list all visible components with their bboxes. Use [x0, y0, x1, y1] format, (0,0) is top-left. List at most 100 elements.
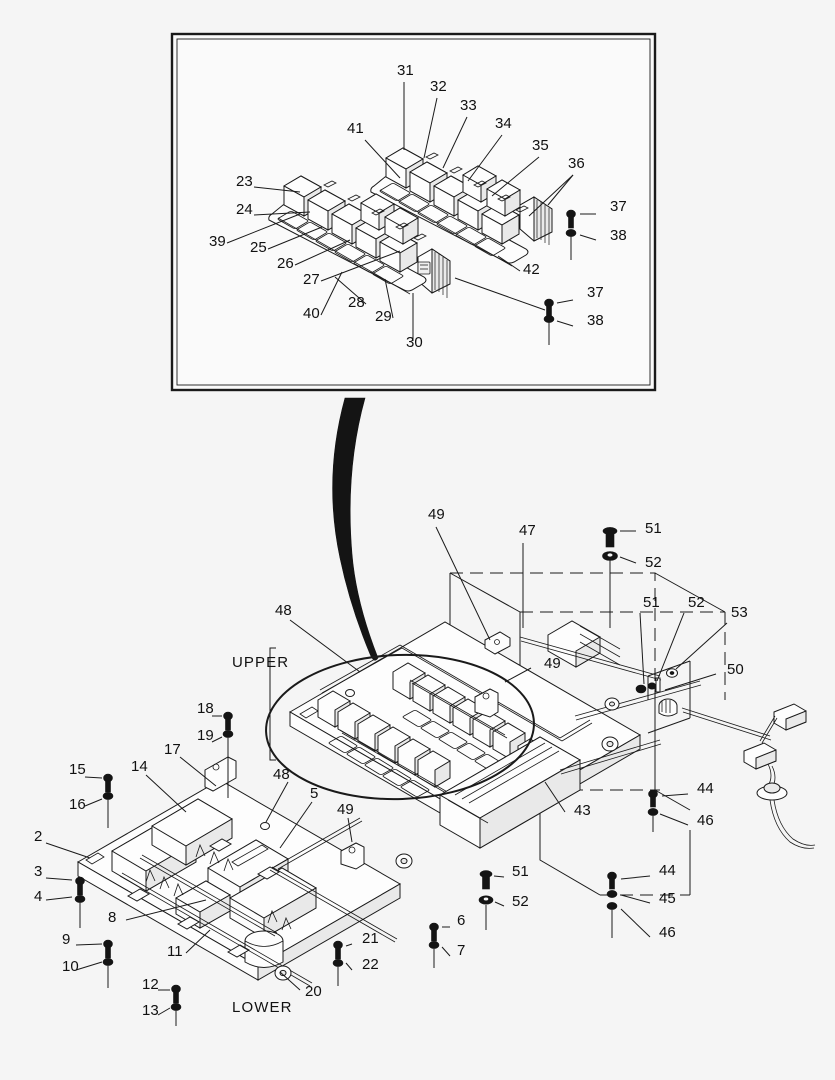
rod-lower [574, 680, 702, 721]
rear-bank-sockets [379, 183, 506, 256]
washer-52-top [602, 551, 618, 561]
callout-28: 28 [348, 294, 365, 311]
callout-26: 26 [277, 255, 294, 272]
detail-bolt-37a [566, 209, 576, 229]
callout-6: 6 [457, 912, 465, 929]
nut-16 [102, 792, 114, 800]
detail-leader-lines [226, 82, 597, 341]
callout-10: 10 [62, 958, 79, 975]
callout-41: 41 [347, 120, 364, 137]
nut-46-b [606, 902, 618, 910]
callout-9: 9 [62, 931, 70, 948]
callout-36: 36 [568, 155, 585, 172]
nut-19 [222, 730, 234, 738]
callout-51-c: 51 [512, 863, 529, 880]
callout-52-a: 52 [645, 554, 662, 571]
callout-48-b: 48 [273, 766, 290, 783]
module-43 [439, 736, 581, 849]
callout-44-a: 44 [697, 780, 714, 797]
span-brackets [269, 647, 276, 761]
callout-2: 2 [34, 828, 42, 845]
lower-panel-assembly [77, 756, 413, 987]
callout-44-b: 44 [659, 862, 676, 879]
bolt-3 [75, 876, 85, 896]
rod-upper [519, 636, 662, 681]
callout-20: 20 [305, 983, 322, 1000]
nut-10 [102, 958, 114, 966]
callout-17: 17 [164, 741, 181, 758]
upper-panel-relays-back [392, 662, 526, 760]
front-bank-sockets [277, 211, 404, 284]
front-bank-terminal-tabs [323, 180, 427, 241]
connector-plug-b [743, 742, 777, 770]
callout-52-c: 52 [512, 893, 529, 910]
front-bank-fin-stack [417, 248, 451, 298]
detail-box-callout-labels: 31 32 33 34 35 36 41 23 24 39 25 26 27 2… [209, 62, 627, 351]
bracket-50 [647, 660, 691, 734]
callout-48-a: 48 [275, 602, 292, 619]
callout-25: 25 [250, 239, 267, 256]
callout-51-a: 51 [645, 520, 662, 537]
nut-46-a [647, 808, 659, 816]
bolt-51-top [602, 527, 618, 548]
upper-panel-socket-rails [328, 710, 504, 797]
highlight-ellipse [265, 653, 535, 801]
lower-component-20 [244, 930, 284, 968]
detail-nut-38a [565, 229, 577, 237]
nut-4 [74, 895, 86, 903]
callout-38-a: 38 [610, 227, 627, 244]
main-callout-labels: 49 47 51 52 48 51 52 53 50 49 43 18 19 1… [34, 506, 748, 1019]
callout-13: 13 [142, 1002, 159, 1019]
main-enclosure-outline [449, 572, 726, 896]
lower-panel-right-edge [257, 883, 401, 981]
roller-right [601, 736, 619, 752]
bolt-44-b [607, 871, 617, 890]
lower-panel-brackets [126, 838, 281, 958]
bolt-15 [103, 773, 113, 793]
detail-callout-arrow [332, 397, 379, 661]
bolt-44-a [648, 789, 658, 808]
callout-22: 22 [362, 956, 379, 973]
callout-39: 39 [209, 233, 226, 250]
callout-16: 16 [69, 796, 86, 813]
callout-43: 43 [574, 802, 591, 819]
callout-4: 4 [34, 888, 42, 905]
callout-30: 30 [406, 334, 423, 351]
callout-11: 11 [167, 943, 183, 960]
nut-13 [170, 1003, 182, 1011]
clip-49-panelleft [345, 689, 355, 697]
upper-panel-assembly [265, 620, 641, 849]
callout-49-c: 49 [337, 801, 354, 818]
cable-harness-right [681, 703, 816, 849]
clip-48-lower [260, 822, 270, 830]
callout-40: 40 [303, 305, 320, 322]
rear-bank-relays [384, 147, 521, 245]
bushing-mid [604, 697, 620, 711]
fastener-cluster-51-52-53 [635, 668, 678, 694]
bolt-9 [103, 939, 113, 959]
upper-panel-relays-front [317, 690, 451, 788]
callout-24: 24 [236, 201, 253, 218]
bolt-6 [429, 922, 439, 942]
callout-34: 34 [495, 115, 512, 132]
callout-12: 12 [142, 976, 159, 993]
clip-49-lower [340, 842, 365, 870]
callout-7: 7 [457, 942, 465, 959]
rear-bank-terminal-tabs [425, 152, 529, 213]
lower-panel-terminals [145, 843, 292, 931]
bolt-18 [223, 711, 233, 731]
callout-53: 53 [731, 604, 748, 621]
callout-14: 14 [131, 758, 148, 775]
callout-5: 5 [310, 785, 318, 802]
callout-29: 29 [375, 308, 392, 325]
callout-49-a: 49 [428, 506, 445, 523]
bolt-51-mid [479, 870, 493, 890]
callout-46-a: 46 [697, 812, 714, 829]
detail-nut-38b [543, 315, 555, 323]
callout-21: 21 [362, 930, 379, 947]
washer-52-mid [478, 895, 494, 905]
callout-46-b: 46 [659, 924, 676, 941]
clip-49-upper [474, 688, 499, 718]
